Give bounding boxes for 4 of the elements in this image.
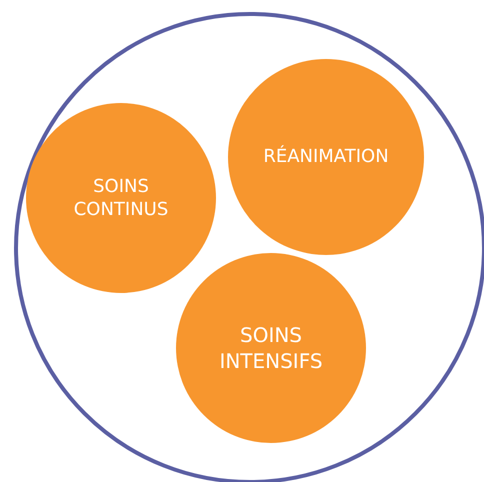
category-circle: SOINS INTENSIFS xyxy=(176,253,366,443)
category-circle: RÉANIMATION xyxy=(228,59,424,255)
category-circle: SOINS CONTINUS xyxy=(26,103,216,293)
boundary-circle xyxy=(14,12,484,482)
